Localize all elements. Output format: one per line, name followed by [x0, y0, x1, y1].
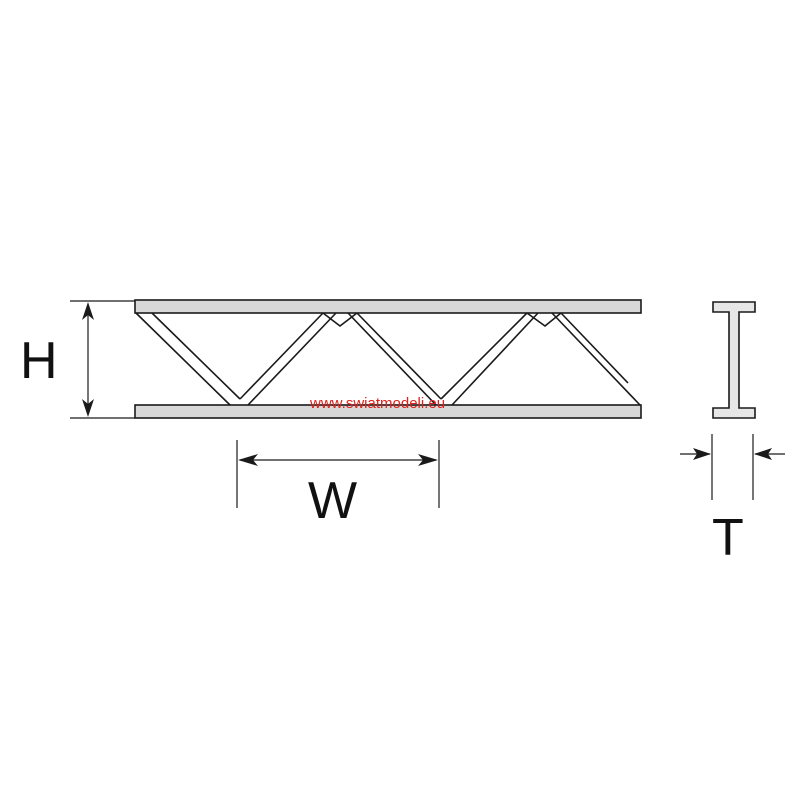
arrow-right-icon	[418, 454, 438, 466]
height-dimension	[70, 300, 135, 419]
arrow-down-icon	[82, 399, 94, 417]
thickness-dimension	[680, 434, 785, 500]
arrow-left-icon	[238, 454, 258, 466]
arrow-up-icon	[82, 302, 94, 320]
width-label: W	[308, 472, 357, 530]
arrow-left-icon	[754, 448, 772, 460]
height-label: H	[20, 332, 58, 390]
bottom-chord	[134, 404, 642, 419]
i-beam-profile	[712, 301, 756, 419]
top-chord	[134, 299, 642, 314]
watermark-text: www.swiatmodeli.eu	[309, 395, 445, 412]
i-beam-section	[712, 301, 756, 419]
truss-side-view	[134, 299, 642, 419]
arrow-right-icon	[693, 448, 711, 460]
web-diagonals	[135, 312, 641, 406]
width-dimension	[236, 440, 440, 508]
thickness-label: T	[712, 509, 744, 567]
